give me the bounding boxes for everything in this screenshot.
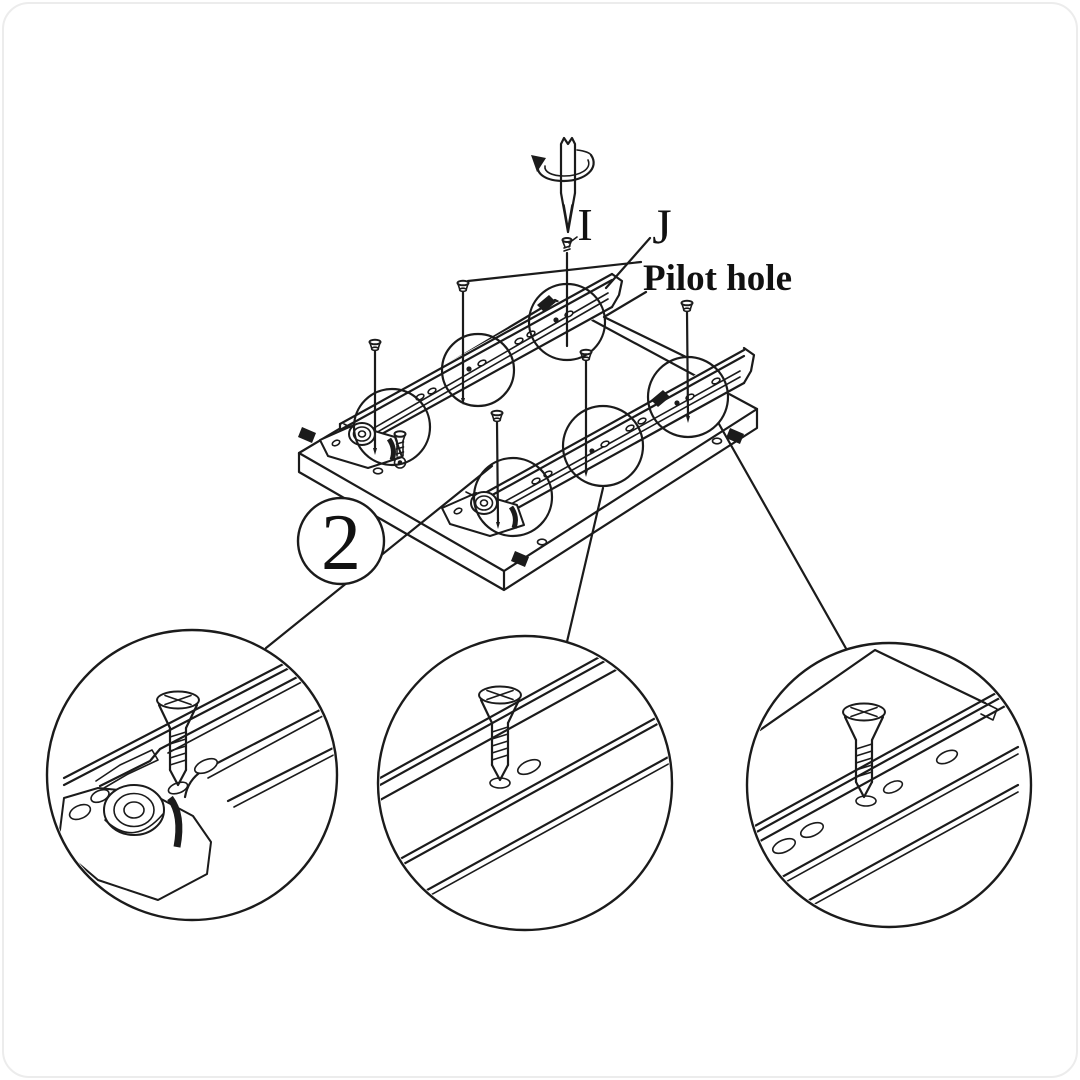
labels: I J Pilot hole	[568, 198, 792, 299]
front-bracket-closeup	[57, 632, 335, 901]
edge-peg-icon	[726, 428, 744, 444]
magnifier-callout-circle	[440, 332, 516, 408]
slide-holes	[415, 310, 574, 401]
detail-view-front-bracket	[45, 628, 339, 922]
edge-peg-icon	[511, 551, 529, 567]
board-hole	[711, 437, 723, 445]
screw-icon	[680, 299, 694, 423]
leader-to-right-callout	[717, 422, 850, 654]
screw-icon	[490, 409, 504, 529]
leader-to-middle-callout	[564, 486, 605, 648]
front-roller-bracket-icon	[441, 491, 525, 537]
rotation-arrow-icon	[531, 149, 595, 183]
lower-drawer-slide-icon	[441, 346, 756, 537]
label-part-I: I	[577, 199, 592, 250]
slide-clip-icon	[537, 295, 556, 312]
screw-icon	[561, 237, 573, 252]
screw-icon	[456, 279, 470, 405]
step-number: 2	[321, 499, 361, 587]
board-panel	[297, 298, 759, 592]
screw-icon	[368, 338, 382, 455]
board-thickness	[297, 407, 759, 592]
step-circle	[296, 496, 386, 586]
magnifier-callout-circle	[352, 387, 432, 467]
screw-icon	[579, 348, 593, 477]
edge-peg-icon	[298, 427, 316, 443]
leader-I	[568, 236, 578, 244]
leader-across	[466, 260, 643, 283]
board-hole	[536, 538, 548, 546]
detail-view-mid-rail	[376, 634, 674, 932]
spare-screw-icon	[393, 430, 407, 469]
screwdriver-icon	[531, 136, 595, 348]
detail-view-rear-rail	[745, 641, 1033, 929]
magnifier-callout-circle	[472, 456, 554, 538]
slide-holes	[531, 377, 721, 485]
label-part-J: J	[652, 198, 671, 254]
slide-rear-tab	[610, 272, 624, 309]
magnifier-callout-circle	[376, 634, 674, 932]
step-badge: 2	[296, 496, 386, 587]
slide-rear-tab	[742, 346, 756, 385]
label-pilot-hole: Pilot hole	[643, 258, 792, 299]
magnifier-callout-circle	[561, 404, 645, 488]
board-hole	[372, 467, 384, 475]
exploded-screws	[368, 279, 694, 529]
slide-clip-icon	[651, 390, 670, 407]
upper-drawer-slide-icon	[319, 272, 624, 469]
